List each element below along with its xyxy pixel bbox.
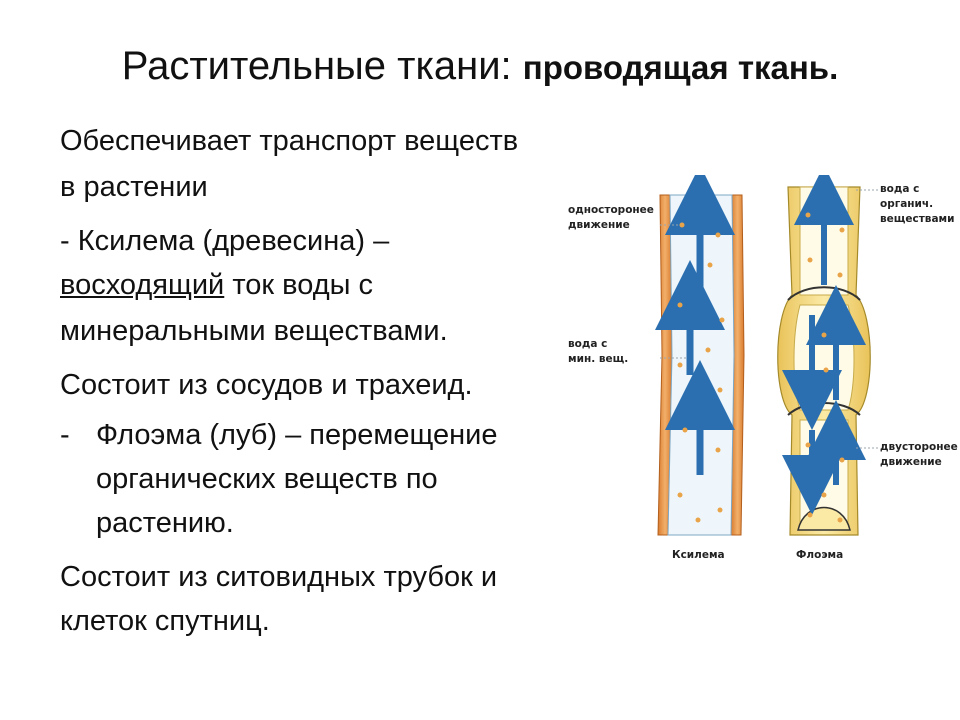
label-xylem-mid-1: вода с (568, 338, 607, 350)
p4-line2: органических веществ по (96, 463, 438, 495)
underlined-word: восходящий (60, 269, 225, 301)
label-phloem-top-2: органич. (880, 198, 933, 210)
p4-line1: Флоэма (луб) – перемещение (96, 419, 498, 451)
label-phloem-bot-2: движение (880, 456, 942, 468)
phloem-vessel (777, 165, 871, 536)
phloem-particles (805, 212, 845, 523)
slide-title: Растительные ткани: проводящая ткань. (121, 44, 839, 88)
p5-line2: клеток спутниц. (60, 605, 270, 637)
p2-line2: восходящий ток воды с (60, 266, 373, 304)
p4-dash: - (60, 419, 70, 451)
xylem-vessel (655, 165, 745, 536)
tissue-illustration: односторонее движение вода с мин. вещ. в… (568, 165, 958, 561)
p3: Состоит из сосудов и трахеид. (60, 369, 473, 401)
title-regular: Растительные ткани (121, 44, 501, 88)
callout-lines (660, 189, 878, 449)
p1-line2: в растении (60, 171, 208, 203)
p5-line1: Состоит из ситовидных трубок и (60, 561, 498, 593)
label-phloem-top-1: вода с (880, 183, 919, 195)
label-phloem-top-3: веществами (880, 213, 954, 225)
label-xylem-top-1: односторонее (568, 204, 654, 216)
conducting-tissue-figure: односторонее движение вода с мин. вещ. в… (560, 165, 960, 575)
p1-line1: Обеспечивает транспорт веществ (60, 125, 519, 157)
p2-line2-rest: ток воды с (224, 269, 374, 301)
caption-phloem: Флоэма (796, 549, 843, 561)
title-bold: проводящая ткань. (522, 49, 839, 86)
label-xylem-mid-2: мин. вещ. (568, 353, 628, 365)
p2-line1: - Ксилема (древесина) – (60, 225, 390, 257)
caption-xylem: Ксилема (672, 549, 725, 561)
p2-line3: минеральными веществами. (60, 315, 448, 347)
xylem-particles (677, 222, 725, 523)
label-xylem-top-2: движение (568, 219, 630, 231)
label-phloem-bot-1: двусторонее (880, 441, 958, 453)
p4-line3: растению. (96, 507, 234, 539)
